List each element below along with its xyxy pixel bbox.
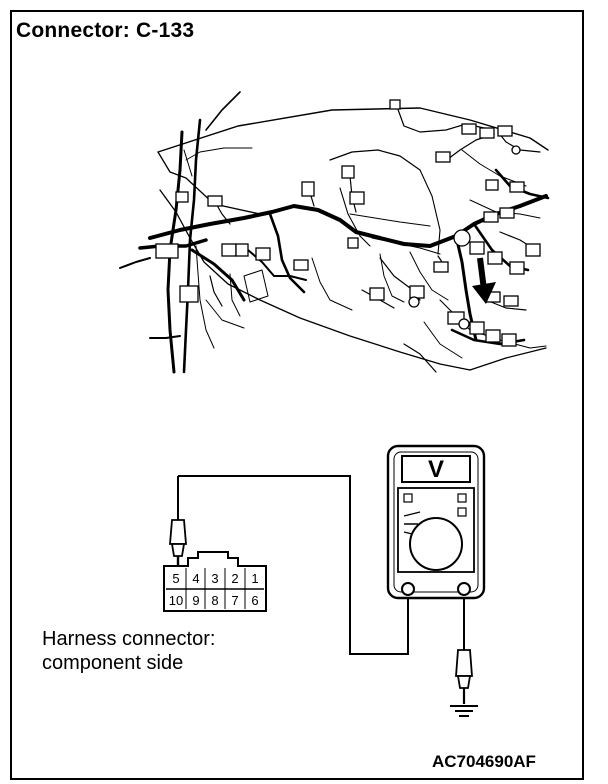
connector-title: Connector: C-133 bbox=[16, 19, 195, 42]
pin-label: 6 bbox=[251, 593, 258, 608]
pin-label: 7 bbox=[231, 593, 238, 608]
caption-line-2: component side bbox=[42, 652, 184, 674]
ground-symbol-icon bbox=[450, 705, 478, 717]
pin-label: 2 bbox=[231, 571, 238, 586]
voltmeter-icon: V bbox=[386, 444, 486, 600]
test-probe-icon bbox=[169, 519, 187, 566]
test-circuit-wires bbox=[177, 475, 465, 655]
connector-caption: Harness connector: component side bbox=[42, 627, 215, 675]
harness-connector-c133 bbox=[163, 551, 267, 612]
pin-label: 8 bbox=[211, 593, 218, 608]
pin-label: 5 bbox=[172, 571, 179, 586]
pin-label: 3 bbox=[211, 571, 218, 586]
meter-display-symbol: V bbox=[428, 456, 444, 483]
pin-label: 4 bbox=[192, 571, 199, 586]
test-probe-icon bbox=[455, 649, 473, 704]
harness-connectors bbox=[155, 99, 541, 347]
figure-code: AC704690AF bbox=[432, 752, 536, 771]
arrow-icon bbox=[472, 257, 496, 304]
pin-label: 9 bbox=[192, 593, 199, 608]
pin-label: 1 bbox=[251, 571, 258, 586]
caption-line-1: Harness connector: bbox=[42, 628, 216, 650]
pin-label: 10 bbox=[169, 593, 183, 608]
connector-pin-labels: 5 4 3 2 1 10 9 8 7 6 bbox=[169, 571, 259, 608]
